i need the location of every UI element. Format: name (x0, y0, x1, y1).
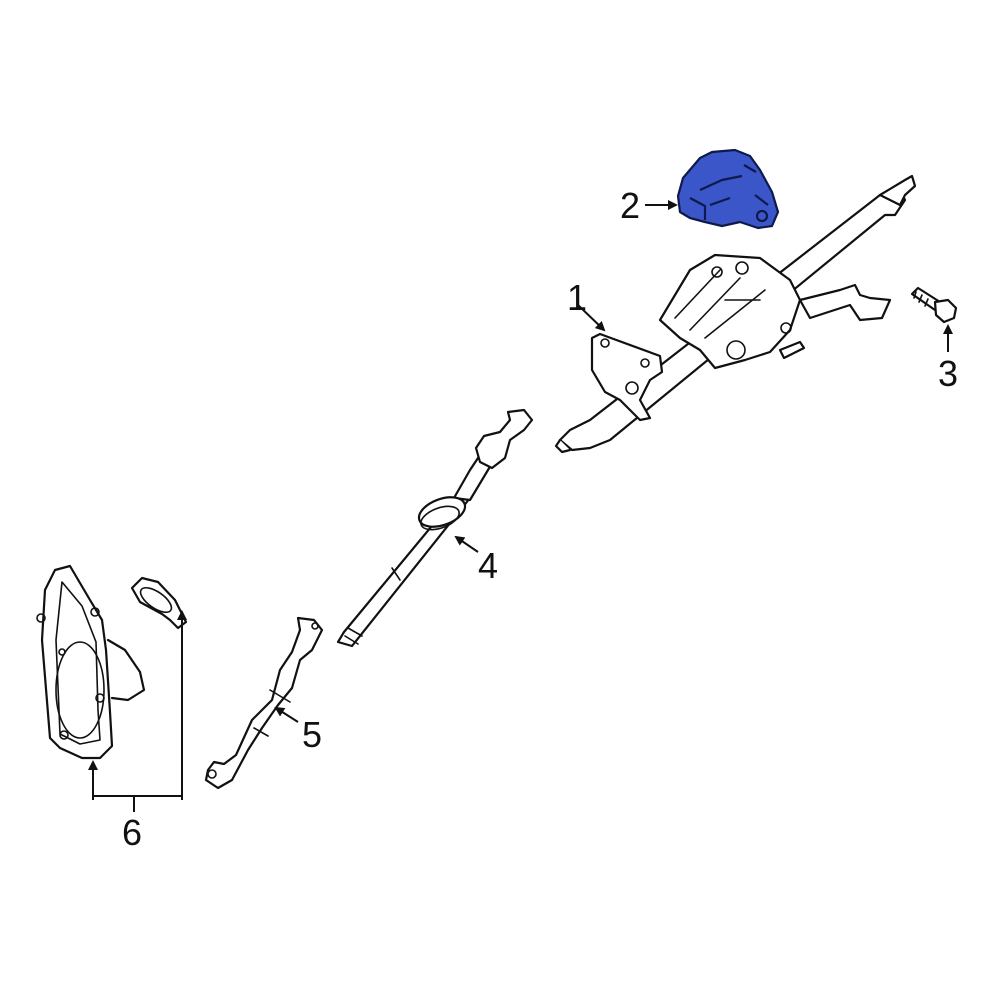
part-3-bolt[interactable] (910, 286, 958, 324)
part-5-lower-shaft[interactable] (204, 616, 324, 790)
leader-5 (274, 706, 299, 723)
callout-4: 4 (478, 545, 499, 586)
part-1-steering-column[interactable] (554, 174, 917, 454)
callout-6: 6 (122, 812, 143, 853)
leader-4 (454, 535, 479, 553)
callout-2: 2 (620, 185, 641, 226)
leader-1 (577, 304, 606, 332)
callout-5: 5 (302, 714, 323, 755)
callout-1: 1 (567, 277, 588, 318)
callout-3: 3 (938, 353, 959, 394)
part-4-intermediate-shaft[interactable] (336, 408, 534, 648)
part-6-boot-seal[interactable] (36, 564, 188, 760)
part-2-module[interactable] (676, 148, 780, 230)
